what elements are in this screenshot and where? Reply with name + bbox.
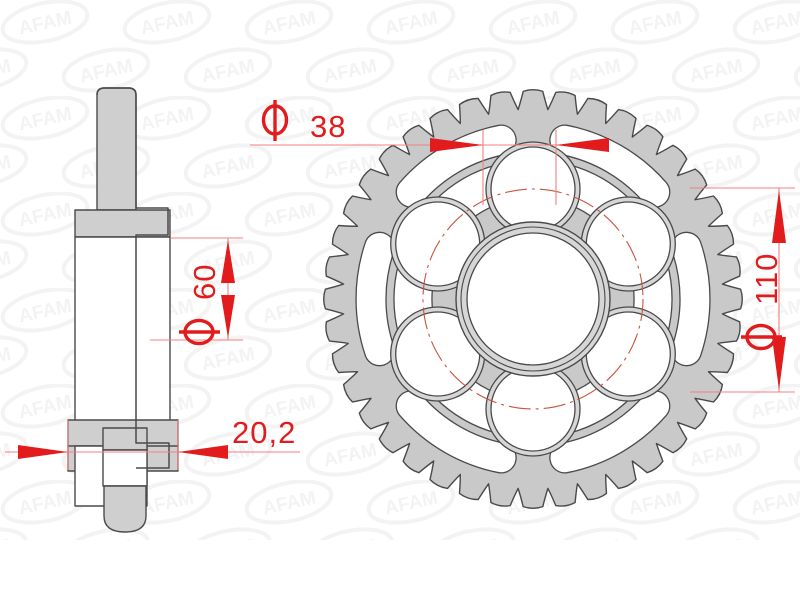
side-tip-lower	[103, 485, 147, 533]
dim-60-value: 60	[187, 264, 222, 300]
label-dim-38: 38	[261, 100, 346, 144]
front-face-view	[323, 89, 743, 509]
dimension-arrowheads	[18, 138, 786, 459]
arrow-60-top	[221, 240, 235, 283]
bolt-circle-centerline	[422, 188, 644, 410]
label-dim-110: 110	[741, 253, 784, 351]
side-main-web	[74, 236, 171, 446]
dim-38-value: 38	[310, 109, 346, 144]
arrow-202-left	[18, 445, 68, 459]
sprocket-body	[323, 89, 743, 509]
side-collar-lower	[102, 427, 148, 451]
side-shaft-lower	[102, 449, 148, 487]
arrow-38-left	[430, 138, 483, 152]
dim-110-value: 110	[749, 253, 784, 305]
dimension-labels: 38 110 60 20,2	[179, 100, 784, 450]
center-bore	[466, 232, 600, 366]
side-section-view	[67, 87, 179, 533]
side-top-shoulder	[74, 209, 171, 238]
dim-202-value: 20,2	[232, 415, 296, 450]
arrow-110-top	[772, 190, 786, 243]
arrow-60-bot	[221, 295, 235, 338]
center-boss-ring	[460, 226, 606, 372]
side-top-boss	[96, 87, 137, 211]
bolt-hole	[490, 366, 576, 452]
arrow-110-bot	[772, 337, 786, 390]
arrow-202-right	[178, 445, 228, 459]
label-dim-60: 60	[179, 264, 222, 346]
side-profile-outline	[96, 87, 170, 469]
arrow-38-right	[556, 138, 609, 152]
